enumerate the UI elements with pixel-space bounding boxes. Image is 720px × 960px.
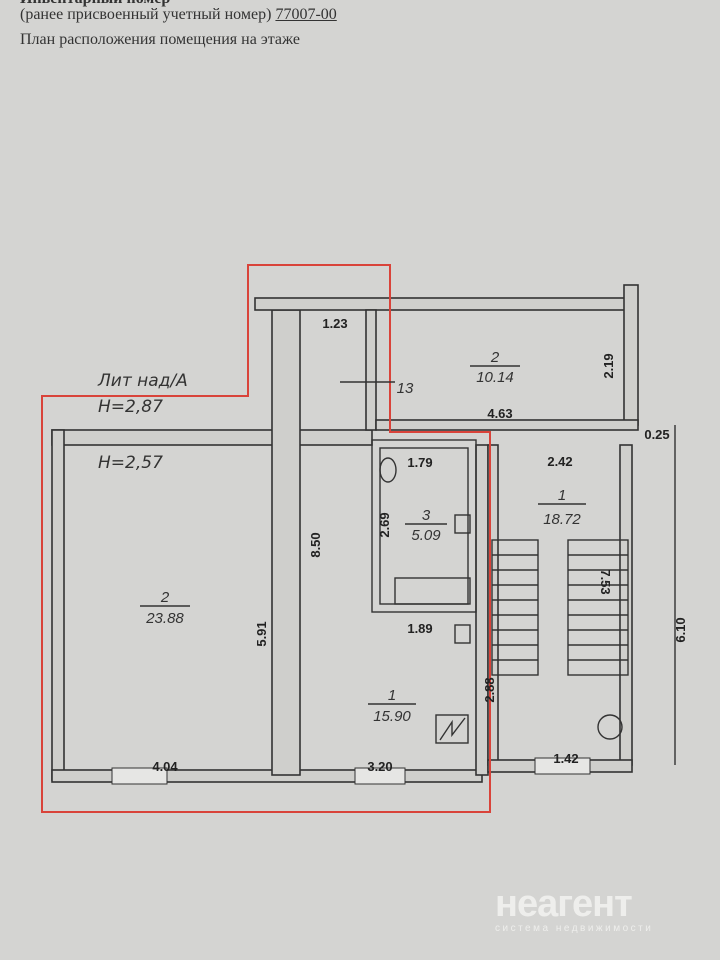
height-upper: H=2,87 — [98, 397, 163, 417]
walls — [51, 284, 639, 783]
bathtub-icon — [394, 577, 471, 605]
window — [534, 757, 591, 775]
inventory-number-label: Инвентарный номер — [20, 0, 170, 8]
wall-left — [51, 429, 65, 781]
dimension: 2.19 — [601, 353, 616, 378]
apartment-boundary — [41, 264, 491, 813]
room-area: 15.90 — [373, 708, 411, 725]
room-area: 23.88 — [145, 610, 184, 627]
dimension: 5.91 — [254, 621, 269, 646]
column-icon — [597, 714, 623, 740]
dimension: 1.89 — [407, 621, 432, 636]
window — [111, 767, 168, 785]
wall-unit-right — [475, 444, 489, 776]
dimension: 1.23 — [322, 316, 347, 331]
wall-center-column — [271, 309, 301, 776]
room-number: 1 — [558, 487, 566, 504]
windows — [111, 757, 591, 785]
dimension: 1.79 — [407, 455, 432, 470]
fixtures — [379, 457, 623, 744]
wall-right-upper — [623, 284, 639, 426]
previous-number-label: (ранее присвоенный учетный номер) — [20, 6, 272, 23]
dimension: 7.53 — [598, 569, 613, 594]
toilet-icon — [379, 457, 397, 483]
watermark-tagline: система недвижимости — [495, 923, 654, 934]
dimension: 3.20 — [367, 759, 392, 774]
corridor-number: 13 — [397, 380, 414, 397]
wall-stair-right — [619, 444, 633, 766]
watermark-logo: неагент система недвижимости — [495, 885, 653, 934]
stair-flight — [491, 539, 539, 676]
room-number: 2 — [490, 349, 500, 366]
wall-corridor-right — [365, 309, 377, 431]
previous-account-number: (ранее присвоенный учетный номер) 77007-… — [20, 6, 337, 24]
room-area: 10.14 — [476, 369, 514, 386]
dimension: 8.50 — [308, 532, 323, 557]
lit-label: Лит над/А — [97, 371, 188, 391]
dimension: 6.10 — [673, 617, 688, 642]
watermark-brand: неагент — [495, 883, 633, 925]
room-area: 18.72 — [543, 511, 581, 528]
stove-zigzag — [439, 717, 466, 741]
dimension: 2.88 — [482, 677, 497, 702]
stair-flight — [567, 539, 629, 676]
room-number: 2 — [160, 589, 170, 606]
stairs — [491, 539, 629, 676]
wall-mid — [375, 419, 639, 431]
dimension: 2.42 — [547, 454, 572, 469]
plan-title: План расположения помещения на этаже — [20, 31, 300, 48]
sink-icon — [454, 624, 471, 644]
window — [354, 767, 406, 785]
dimension: 1.42 — [553, 751, 578, 766]
wall-corridor-top — [254, 297, 636, 311]
room-number: 1 — [388, 687, 396, 704]
height-lower: H=2,57 — [98, 453, 163, 473]
dimension: 4.04 — [152, 759, 178, 774]
previous-number-value: 77007-00 — [275, 6, 337, 23]
stove-icon — [435, 714, 469, 744]
dimension: 4.63 — [487, 406, 512, 421]
dimension: 2.69 — [377, 512, 392, 537]
bathroom-walls — [371, 439, 477, 613]
sink-icon — [454, 514, 471, 534]
room-number: 3 — [422, 507, 431, 524]
dimension: 0.25 — [644, 427, 669, 442]
room-area: 5.09 — [411, 527, 441, 544]
wall-top-left — [51, 429, 373, 446]
